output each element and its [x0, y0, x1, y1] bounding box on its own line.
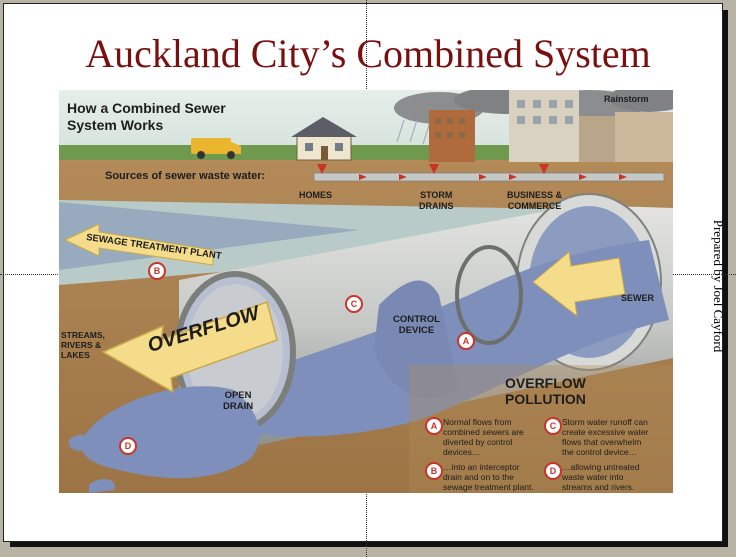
- control-device-line1: CONTROL: [393, 314, 440, 325]
- control-device-line2: DEVICE: [398, 325, 435, 336]
- pollution-line2: POLLUTION: [505, 391, 586, 407]
- legend-badge-d: D: [544, 462, 562, 480]
- diagram-artwork: [59, 90, 673, 493]
- sewer-inflow-arrow: [532, 251, 626, 318]
- business-label: BUSINESS & COMMERCE: [507, 190, 562, 212]
- open-drain-line2: DRAIN: [223, 401, 254, 412]
- badge-c-pipe: C: [345, 295, 363, 313]
- legend-a-line: Normal flows from: [443, 417, 512, 427]
- pollution-line1: OVERFLOW: [505, 375, 586, 391]
- overflow-pollution-heading: OVERFLOW POLLUTION: [505, 375, 586, 407]
- buildings: [429, 90, 673, 162]
- legend-badge-a: A: [425, 417, 443, 435]
- lateral-flow-arrows: [317, 164, 627, 180]
- legend-c-line: create excessive water: [562, 427, 649, 437]
- badge-b-drain: B: [148, 262, 166, 280]
- legend-b-line: sewage treatment plant.: [443, 482, 534, 492]
- credit-text: Prepared by Joel Cayford: [711, 219, 726, 353]
- overflow-arrow: [101, 301, 278, 394]
- treatment-plant-arrow: [63, 223, 214, 266]
- legend-a-line: devices…: [443, 447, 481, 457]
- legend-badge-b: B: [425, 462, 443, 480]
- slide-shadow-bottom: [10, 541, 728, 547]
- streams-line3: LAKES: [61, 350, 90, 360]
- control-device-flow: [374, 280, 459, 398]
- storm-drains-label: STORM DRAINS: [419, 190, 454, 212]
- legend-d-line: waste water into: [562, 472, 624, 482]
- legend-b-line: drain and on to the: [443, 472, 514, 482]
- streams-line1: STREAMS,: [61, 330, 105, 340]
- legend-d-line: streams and rivers.: [562, 482, 635, 492]
- slide-title: Auckland City’s Combined System: [85, 31, 651, 76]
- badge-a-device: A: [457, 332, 475, 350]
- lateral-pipe: [313, 172, 665, 182]
- sewer-label: SEWER: [621, 293, 655, 303]
- legend-panel: [409, 365, 673, 493]
- control-device-label: CONTROL DEVICE: [393, 314, 440, 336]
- legend-text-a: Normal flows from combined sewers are di…: [443, 417, 524, 457]
- legend-c-line: flows that overwhelm: [562, 437, 642, 447]
- streams-label: STREAMS, RIVERS & LAKES: [61, 330, 105, 360]
- open-drain-line1: OPEN: [224, 390, 252, 401]
- legend-d-line: …allowing untreated: [562, 462, 640, 472]
- legend-text-b: …into an interceptor drain and on to the…: [443, 462, 534, 492]
- legend-b-line: …into an interceptor: [443, 462, 520, 472]
- diagram-heading: How a Combined Sewer System Works: [67, 100, 226, 134]
- legend-text-d: …allowing untreated waste water into str…: [562, 462, 640, 492]
- storm-drains-line2: DRAINS: [419, 201, 454, 211]
- sewer-diagram: How a Combined Sewer System Works Rainst…: [59, 90, 673, 493]
- business-line2: COMMERCE: [507, 201, 562, 211]
- rainstorm-label: Rainstorm: [604, 94, 649, 104]
- diagram-heading-line2: System Works: [67, 117, 164, 133]
- control-device-ring: [455, 245, 523, 345]
- legend-badge-c: C: [544, 417, 562, 435]
- streams-line2: RIVERS &: [61, 340, 102, 350]
- storm-drains-line1: STORM: [420, 190, 453, 200]
- slide-shadow-right: [722, 10, 728, 546]
- sources-label: Sources of sewer waste water:: [105, 170, 266, 182]
- badge-d-stream: D: [119, 437, 137, 455]
- legend-c-line: Storm water runoff can: [562, 417, 648, 427]
- van: [191, 138, 241, 159]
- legend-text-c: Storm water runoff can create excessive …: [562, 417, 648, 457]
- legend-a-line: combined sewers are: [443, 427, 524, 437]
- legend-a-line: diverted by control: [443, 437, 513, 447]
- diagram-heading-line1: How a Combined Sewer: [67, 100, 226, 116]
- business-line1: BUSINESS &: [507, 190, 563, 200]
- house: [291, 117, 357, 161]
- open-drain-label: OPEN DRAIN: [223, 390, 253, 412]
- overflow-spill: [81, 386, 260, 479]
- legend-c-line: the control device…: [562, 447, 638, 457]
- homes-label: HOMES: [299, 190, 333, 200]
